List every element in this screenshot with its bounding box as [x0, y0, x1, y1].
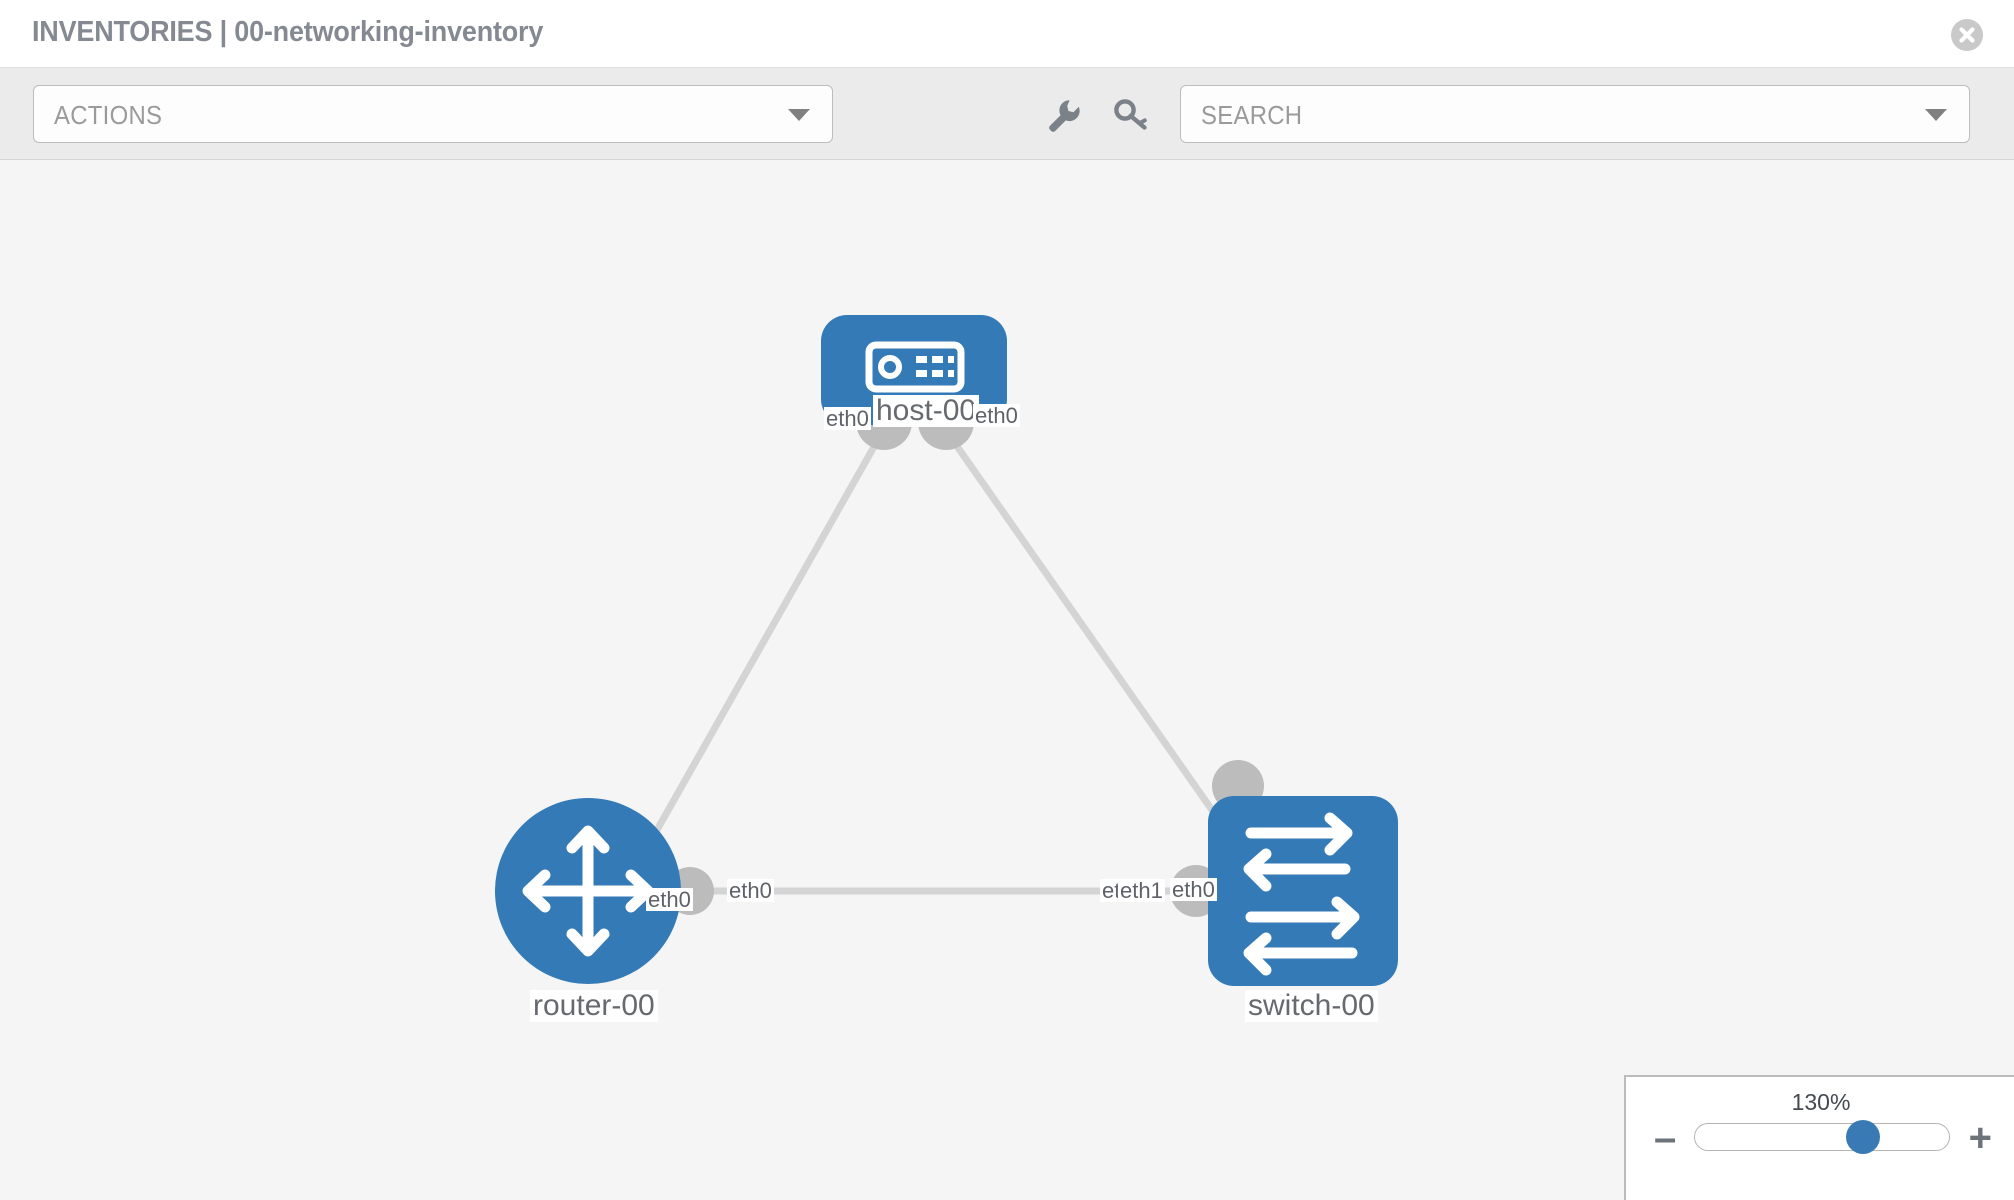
node-label-switch-00: switch-00: [1245, 990, 1378, 1022]
iface-label-switch-uplink: eth0: [1170, 877, 1217, 902]
node-router-00[interactable]: [495, 798, 681, 984]
node-switch-00[interactable]: [1208, 796, 1398, 986]
iface-label-router-right: eth0: [727, 878, 774, 903]
link-host-switch: [937, 419, 1243, 853]
zoom-slider[interactable]: [1694, 1120, 1950, 1154]
iface-label-host-left: eth0: [824, 406, 871, 431]
node-label-router-00: router-00: [530, 990, 658, 1022]
chevron-down-icon: [788, 109, 810, 121]
topology-links: [636, 419, 1243, 895]
key-icon[interactable]: [1112, 96, 1150, 134]
iface-label-switch-left-b: eth1: [1118, 878, 1165, 903]
actions-dropdown[interactable]: ACTIONS: [33, 85, 833, 143]
zoom-out-button[interactable]: –: [1654, 1116, 1677, 1160]
actions-dropdown-label: ACTIONS: [54, 100, 163, 130]
zoom-control-panel: 130% – +: [1624, 1075, 2014, 1200]
page-header: INVENTORIES | 00-networking-inventory: [0, 0, 2014, 68]
chevron-down-icon: [1925, 109, 1947, 121]
wrench-icon[interactable]: [1044, 96, 1082, 134]
zoom-in-button[interactable]: +: [1968, 1116, 1992, 1160]
zoom-slider-thumb[interactable]: [1845, 1120, 1880, 1154]
iface-label-router-uplink: eth0: [646, 887, 693, 912]
page-title: INVENTORIES | 00-networking-inventory: [32, 16, 544, 48]
topology-graph: [495, 315, 1398, 986]
toolbar: ACTIONS SEARCH: [0, 68, 2014, 160]
search-input[interactable]: SEARCH: [1180, 85, 1970, 143]
search-placeholder: SEARCH: [1201, 100, 1303, 130]
zoom-level-value: 130%: [1791, 1089, 1851, 1115]
topology-canvas[interactable]: host-00 router-00 switch-00 eth0 eth0 et…: [0, 160, 2014, 1200]
iface-label-host-right: eth0: [973, 403, 1020, 428]
node-label-host-00: host-00: [873, 395, 980, 427]
link-host-router: [636, 420, 892, 862]
close-icon[interactable]: [1950, 18, 1984, 52]
